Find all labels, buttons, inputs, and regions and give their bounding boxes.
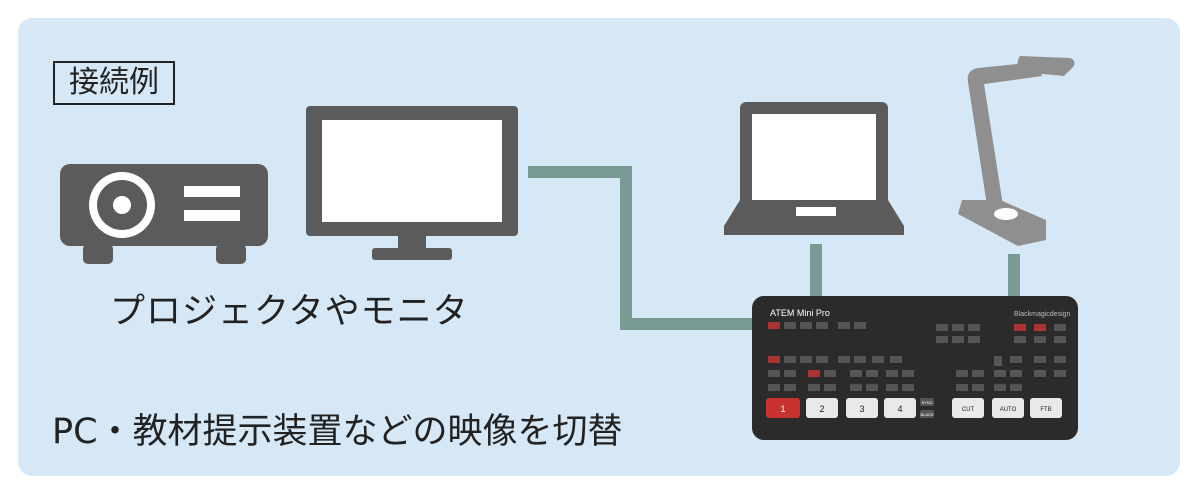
- cut-button: [952, 398, 984, 418]
- document-camera-icon: [958, 56, 1075, 246]
- auto-button: [992, 398, 1024, 418]
- atem-switcher-icon: ATEM Mini Pro Blackmagicdesign: [752, 296, 1078, 440]
- projector-monitor-caption: プロジェクタやモニタ: [110, 292, 469, 332]
- monitor-cable: [528, 166, 756, 330]
- auto-button-label: AUTO: [1000, 407, 1017, 413]
- sync-button-label: SYNC: [921, 400, 932, 405]
- input-button-2-label: 2: [819, 404, 824, 414]
- cut-button-label: CUT: [962, 407, 975, 413]
- switcher-brand-name: ATEM Mini Pro: [770, 308, 830, 318]
- sync-button: [920, 398, 934, 406]
- monitor-icon: [306, 106, 518, 260]
- input-button-1: [766, 398, 800, 418]
- input-button-2: [806, 398, 838, 418]
- switcher-small-buttons: [768, 322, 1066, 391]
- input-button-3-label: 3: [859, 404, 864, 414]
- input-button-3: [846, 398, 878, 418]
- projector-icon: [60, 164, 268, 264]
- cables: [528, 166, 1020, 330]
- switcher-input-buttons: 1 2 3 4 SYNC BLACK CUT AUTO FTB: [766, 398, 1062, 418]
- input-button-4: [884, 398, 916, 418]
- black-button-label: BLACK: [920, 412, 933, 417]
- ftb-button-label: FTB: [1040, 407, 1051, 413]
- ftb-button: [1030, 398, 1062, 418]
- black-button: [920, 410, 934, 418]
- input-button-4-label: 4: [897, 404, 902, 414]
- switcher-logo-text: Blackmagicdesign: [1014, 311, 1071, 318]
- switching-description-caption: PC・教材提示装置などの映像を切替: [52, 412, 623, 452]
- connection-example-label: 接続例: [53, 61, 175, 105]
- laptop-icon: [724, 102, 904, 235]
- input-button-1-label: 1: [780, 404, 785, 414]
